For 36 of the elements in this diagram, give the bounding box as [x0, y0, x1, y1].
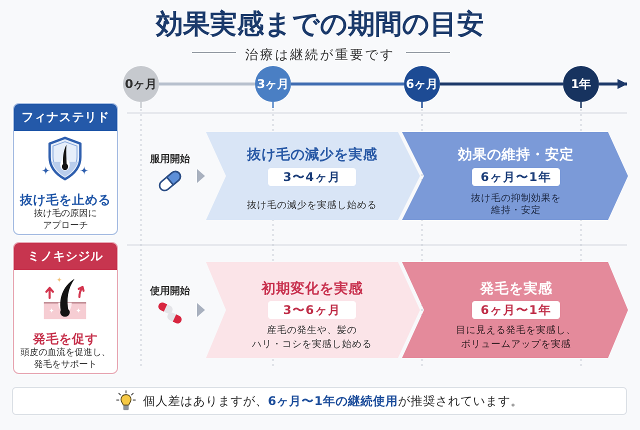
step-heading: 抜け毛の減少を実感: [246, 146, 378, 164]
title: 効果実感までの期間の目安: [156, 8, 484, 42]
card-description: 抜け毛の原因にアプローチ: [34, 208, 97, 232]
drug-card: [13, 103, 118, 235]
arrow: [197, 303, 205, 317]
step-description: 抜け毛の減少を実感し始める: [247, 200, 377, 212]
timeline-line: [440, 82, 563, 86]
timeline-line: [291, 82, 404, 86]
note-box: [12, 387, 627, 415]
subtitle: 治療は継続が重要です: [245, 48, 395, 64]
step-heading: 効果の維持・安定: [458, 146, 574, 164]
milestone-circle: 6ヶ月: [404, 66, 440, 102]
arrow: [197, 169, 205, 183]
card-heading: 抜け毛を止める: [20, 192, 111, 208]
milestone-circle: 0ヶ月: [123, 66, 159, 102]
step-description: 抜け毛の抑制効果を維持・安定: [471, 193, 561, 217]
step-heading: 発毛を実感: [480, 280, 552, 298]
step-description: 目に見える発毛を実感し、ボリュームアップを実感: [456, 324, 576, 352]
duration-badge: 6ヶ月〜1年: [472, 168, 560, 186]
duration-badge: 3〜4ヶ月: [268, 168, 356, 186]
duration-badge: 3〜6ヶ月: [268, 301, 356, 319]
card-heading: 発毛を促す: [33, 331, 98, 347]
card-description: 頭皮の血流を促進し、発毛をサポート: [20, 347, 110, 371]
start-label: 使用開始: [150, 285, 190, 299]
timeline-line: [159, 82, 255, 86]
step-description: 産毛の発生や、髪のハリ・コシを実感し始める: [252, 324, 372, 352]
timeline-arrow: [599, 79, 628, 89]
card-header: フィナステリド: [14, 104, 117, 131]
milestone-circle: 3ヶ月: [255, 66, 291, 102]
duration-badge: 6ヶ月〜1年: [472, 301, 560, 319]
milestone-circle: 1年: [563, 66, 599, 102]
note-text: 個人差はありますが、6ヶ月〜1年の継続使用が推奨されています。: [142, 393, 524, 409]
step-heading: 初期変化を実感: [261, 280, 363, 298]
card-header: ミノキシジル: [14, 243, 117, 270]
drug-card: [13, 242, 118, 374]
start-label: 服用開始: [150, 153, 190, 167]
